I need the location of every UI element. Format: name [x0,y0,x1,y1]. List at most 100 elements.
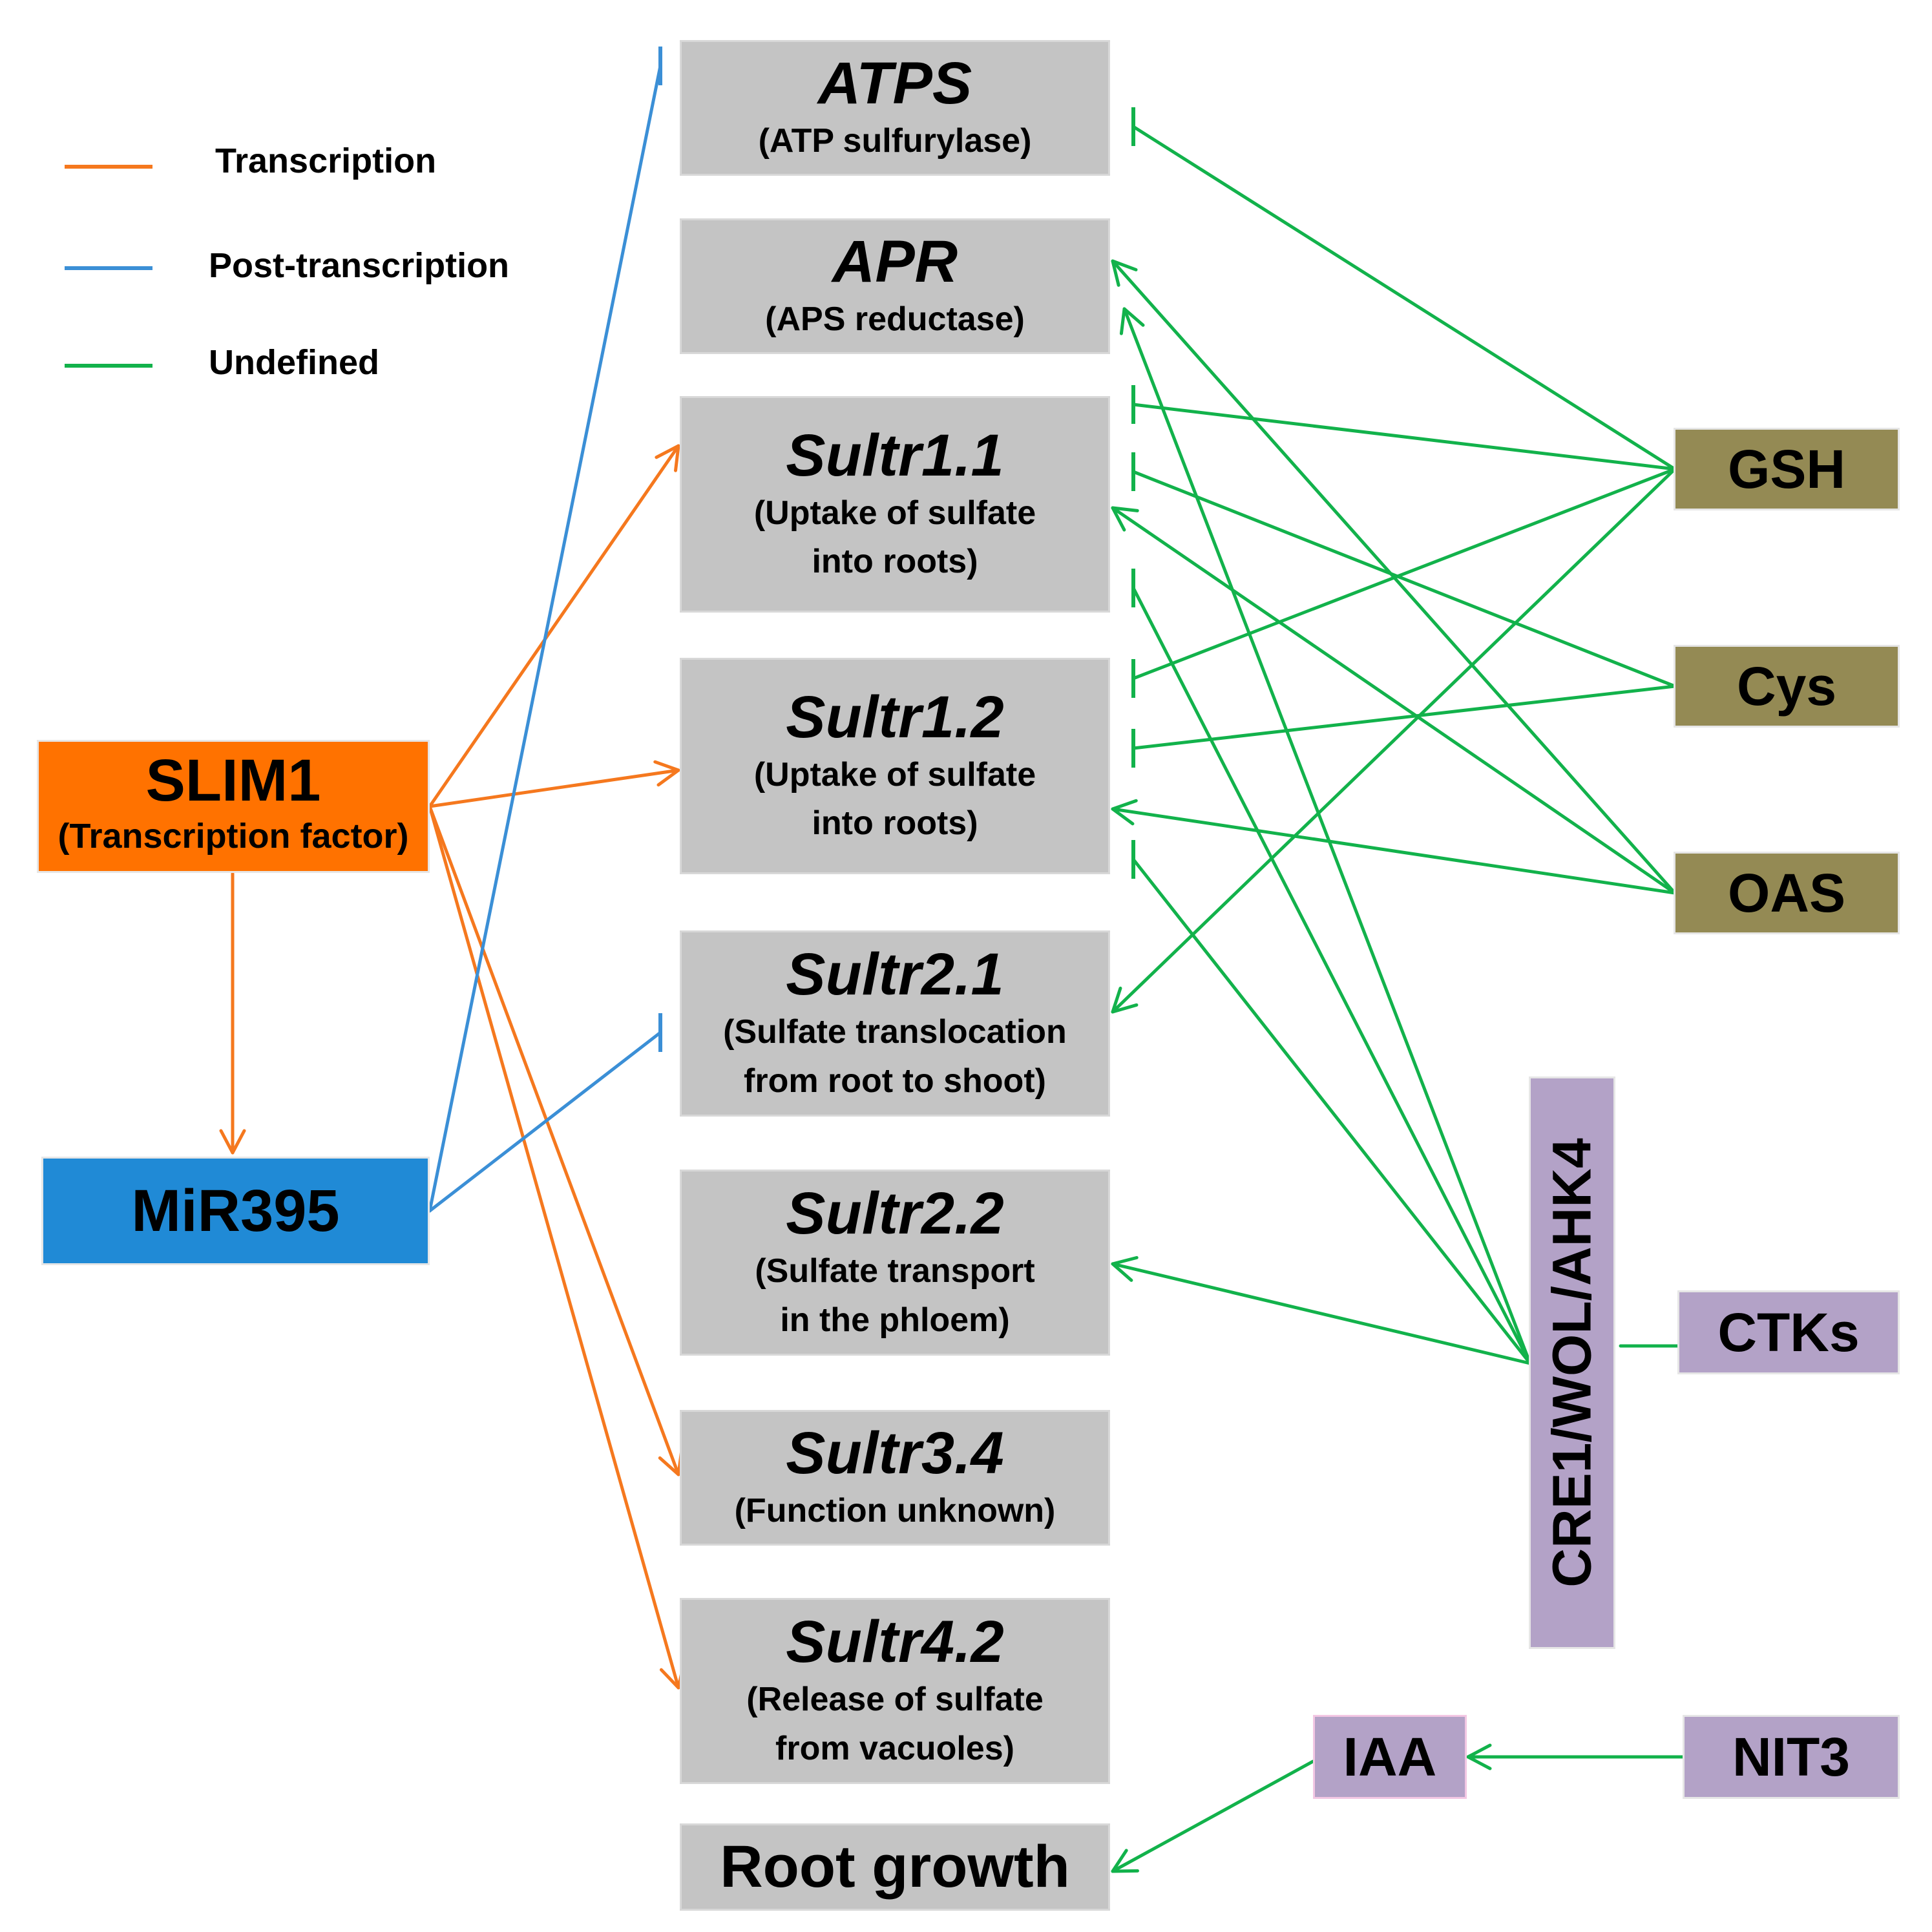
gene-box-sultr4-2: Sultr4.2 (Release of sulfate from vacuol… [680,1598,1110,1784]
arrowhead [219,1129,246,1155]
arrowhead [1111,986,1139,1014]
arrowhead [1111,1849,1139,1873]
edge-line [428,804,680,1690]
edge-oas-to-sultr11 [1111,506,1677,895]
edge-gsh-to-sultr12 [1131,467,1677,698]
node-cys: Cys [1674,645,1900,728]
gene-title: Sultr1.1 [786,422,1004,488]
edge-line [1131,586,1532,1365]
node-slim1: SLIM1 (Transcription factor) [37,740,430,873]
gene-subtitle-line1: (Uptake of sulfate [753,755,1036,793]
edge-oas-to-sultr12 [1111,799,1677,895]
gene-subtitle-line2: from vacuoles) [775,1729,1014,1767]
edge-cre1-to-sultr12 [1131,840,1532,1365]
arrowhead [1466,1743,1492,1770]
edge-line [1111,467,1677,1014]
arrowhead [1111,799,1138,826]
gene-title: Sultr3.4 [786,1420,1004,1486]
edge-cys-to-sultr12 [1131,684,1677,768]
node-nit3: NIT3 [1683,1715,1900,1799]
gene-subtitle-line2: from root to shoot) [744,1062,1046,1100]
edge-gsh-to-sultr21 [1111,467,1677,1014]
edge-line [1111,259,1677,895]
edge-slim1-to-sultr12 [428,760,680,808]
edge-line [1131,470,1677,688]
gene-box-root-growth: Root growth [680,1823,1110,1911]
edge-line [1131,467,1677,680]
gene-box-sultr3-4: Sultr3.4 (Function unknown) [680,1410,1110,1546]
edge-line [1131,684,1677,750]
node-title: MiR395 [131,1178,340,1244]
edge-line [1131,125,1677,471]
gene-subtitle-line1: (Sulfate translocation [723,1013,1067,1051]
edge-line [428,64,662,1213]
arrowhead [1119,307,1145,335]
node-gsh: GSH [1674,428,1900,510]
edge-line [1111,1262,1532,1365]
node-cre1-wol-ahk4: CRE1/WOL/AHK4 [1529,1076,1615,1649]
edge-nit3-to-iaa [1466,1743,1685,1770]
node-oas: OAS [1674,852,1900,934]
edge-cys-to-sultr11 [1131,452,1677,688]
node-iaa: IAA [1313,1715,1467,1799]
gene-subtitle-line1: (Release of sulfate [746,1681,1044,1719]
gene-title: APR [832,228,958,295]
edge-line [428,768,680,808]
edge-mir395-to-atps [428,47,662,1213]
arrowhead [1111,506,1139,532]
edge-slim1-to-sultr11 [428,444,680,808]
gene-title: Root growth [720,1833,1070,1900]
gene-title: ATPS [817,50,972,116]
node-title: SLIM1 [145,747,321,814]
edge-cre1-to-sultr22 [1111,1255,1532,1365]
gene-title: Sultr1.2 [786,684,1004,750]
node-subtitle: (Transcription factor) [58,816,409,856]
gene-box-apr: APR (APS reductase) [680,218,1110,354]
node-mir395: MiR395 [41,1157,430,1265]
edge-iaa-to-root [1111,1759,1315,1873]
gene-box-sultr1-1: Sultr1.1 (Uptake of sulfate into roots) [680,396,1110,613]
edge-line [428,1031,662,1213]
edge-cre1-to-sultr11 [1131,569,1532,1365]
edge-mir395-to-sultr21 [428,1013,662,1213]
arrowhead [1111,1255,1139,1282]
gene-title: Sultr4.2 [786,1609,1004,1675]
gene-subtitle: (APS reductase) [765,300,1025,338]
edge-slim1-to-sultr34 [428,804,684,1476]
gene-title: Sultr2.1 [786,941,1004,1008]
legend-label-transcription: Transcription [215,142,437,180]
node-title: CRE1/WOL/AHK4 [1542,1138,1603,1588]
edge-slim1-to-sultr42 [428,804,686,1690]
node-title: IAA [1343,1727,1437,1787]
node-title: NIT3 [1732,1727,1851,1787]
gene-subtitle-line2: into roots) [812,804,978,843]
edge-slim1-to-mir395 [219,872,246,1155]
edge-line [1131,403,1677,471]
arrowhead [655,444,680,472]
arrowhead [653,760,680,787]
edge-line [1122,307,1532,1365]
node-title: GSH [1727,439,1846,499]
arrowhead [1111,259,1138,287]
edge-line [428,804,680,1476]
edge-line [1111,807,1677,895]
gene-box-sultr2-2: Sultr2.2 (Sulfate transport in the phloe… [680,1170,1110,1356]
edge-gsh-to-atps [1131,107,1677,471]
gene-subtitle: (Function unknown) [734,1491,1056,1529]
gene-box-sultr2-1: Sultr2.1 (Sulfate translocation from roo… [680,930,1110,1117]
gene-subtitle-line1: (Uptake of sulfate [753,494,1036,532]
gene-subtitle: (ATP sulfurylase) [758,121,1032,160]
node-title: OAS [1727,863,1846,923]
edge-line [1131,857,1532,1365]
edge-gsh-to-sultr11 [1131,385,1677,471]
node-ctks: CTKs [1677,1290,1900,1374]
gene-subtitle-line2: into roots) [812,543,978,581]
gene-box-sultr1-2: Sultr1.2 (Uptake of sulfate into roots) [680,658,1110,874]
legend-label-undefined: Undefined [209,343,379,382]
legend-label-post-transcription: Post-transcription [209,246,510,285]
gene-subtitle-line2: in the phloem) [780,1301,1010,1339]
edge-line [428,444,680,808]
gene-box-atps: ATPS (ATP sulfurylase) [680,40,1110,176]
edge-line [1111,1759,1315,1873]
